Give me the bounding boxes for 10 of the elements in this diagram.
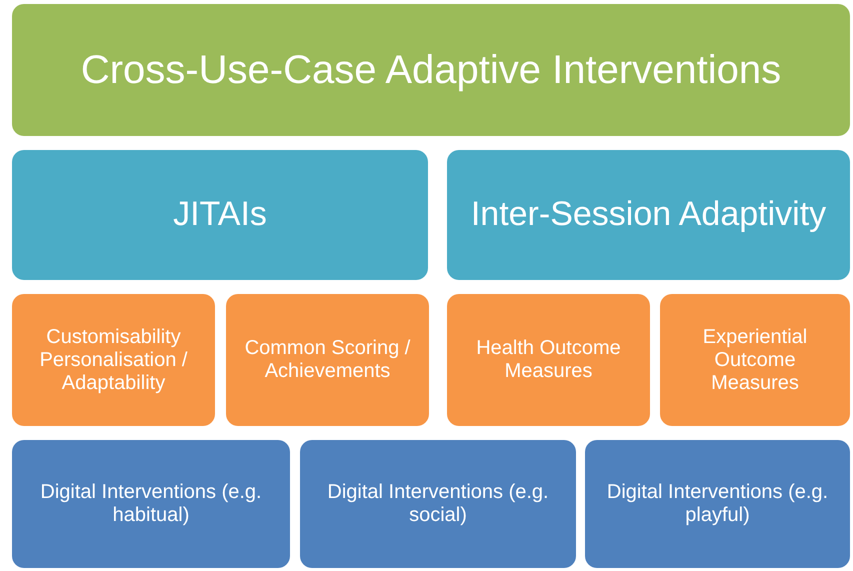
component-box: Common Scoring / Achievements bbox=[226, 294, 429, 426]
component-box: Health Outcome Measures bbox=[447, 294, 650, 426]
layer-box: JITAIs bbox=[12, 150, 428, 280]
intervention-box: Digital Interventions (e.g. playful) bbox=[585, 440, 850, 568]
layer-banner: Cross-Use-Case Adaptive Interventions bbox=[12, 4, 850, 136]
component-box: Experiential Outcome Measures bbox=[660, 294, 850, 426]
layer-box: Inter-Session Adaptivity bbox=[447, 150, 850, 280]
intervention-box: Digital Interventions (e.g. social) bbox=[300, 440, 576, 568]
intervention-box: Digital Interventions (e.g. habitual) bbox=[12, 440, 290, 568]
component-box: Customisability Personalisation / Adaptability bbox=[12, 294, 215, 426]
